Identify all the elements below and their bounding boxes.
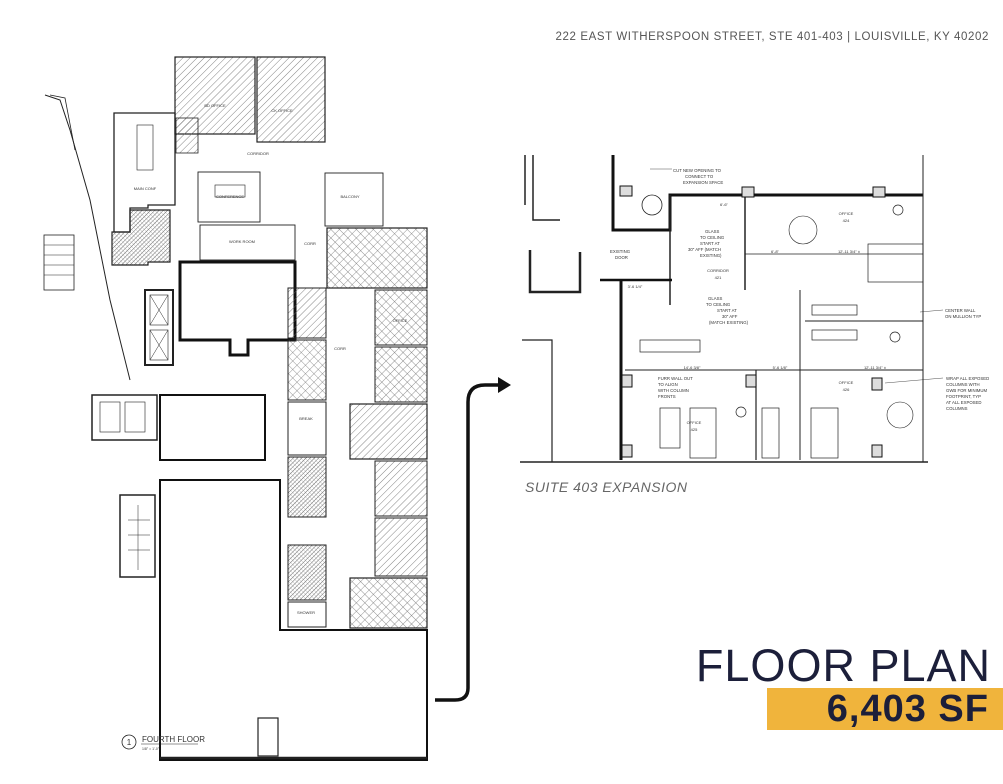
svg-text:BALCONY: BALCONY (340, 194, 359, 199)
svg-text:424: 424 (843, 218, 850, 223)
svg-text:421: 421 (715, 275, 722, 280)
svg-text:(MATCH EXISTING): (MATCH EXISTING) (709, 320, 749, 325)
svg-text:GLASS: GLASS (705, 229, 719, 234)
svg-text:CK OFFICE: CK OFFICE (271, 108, 293, 113)
svg-text:WITH COLUMN: WITH COLUMN (658, 388, 689, 393)
drawing-title: FOURTH FLOOR (142, 735, 205, 744)
callout-arrow (435, 377, 511, 702)
svg-text:FOOTPRINT, TYP: FOOTPRINT, TYP (946, 394, 981, 399)
drawing-number: 1 (127, 738, 132, 747)
svg-text:EXPANSION SPACE: EXPANSION SPACE (683, 180, 723, 185)
room-office-b (256, 56, 326, 143)
svg-text:14'-6 3/8": 14'-6 3/8" (684, 365, 701, 370)
svg-text:12'-11 3/4" ±: 12'-11 3/4" ± (838, 249, 861, 254)
svg-text:OFFICE: OFFICE (687, 420, 702, 425)
svg-text:OFFICE: OFFICE (839, 380, 854, 385)
svg-text:OFFICE: OFFICE (393, 318, 408, 323)
svg-text:CENTER WALL: CENTER WALL (945, 308, 976, 313)
area-badge: 6,403 SF (767, 688, 1003, 730)
svg-text:WRAP ALL EXPOSED: WRAP ALL EXPOSED (946, 376, 989, 381)
svg-text:BREAK: BREAK (299, 416, 313, 421)
svg-text:DOOR: DOOR (615, 255, 628, 260)
svg-text:CORRIDOR: CORRIDOR (247, 151, 269, 156)
svg-text:12'-11 3/4" ±: 12'-11 3/4" ± (864, 365, 887, 370)
property-address: 222 EAST WITHERSPOON STREET, STE 401-403… (555, 31, 989, 43)
svg-text:CONFERENCE: CONFERENCE (216, 194, 244, 199)
svg-text:MAIN CONF: MAIN CONF (134, 186, 157, 191)
drawing-scale: 1/8" = 1'-0" (142, 747, 160, 751)
room-work-room (199, 224, 296, 261)
svg-text:CORRIDOR: CORRIDOR (707, 268, 729, 273)
svg-text:FRONTS: FRONTS (658, 394, 676, 399)
svg-text:6'-8": 6'-8" (771, 249, 780, 254)
svg-text:CUT NEW OPENING TO: CUT NEW OPENING TO (673, 168, 722, 173)
svg-text:OFFICE: OFFICE (839, 211, 854, 216)
floor-plan-title: FLOOR PLAN (695, 640, 991, 691)
svg-text:CORR: CORR (304, 241, 316, 246)
svg-text:5'-6 1/8": 5'-6 1/8" (773, 365, 788, 370)
svg-text:3'-6 1/4": 3'-6 1/4" (628, 284, 643, 289)
svg-text:COLUMNS: COLUMNS (946, 406, 968, 411)
svg-text:FURR WALL OUT: FURR WALL OUT (658, 376, 693, 381)
svg-text:425: 425 (691, 427, 698, 432)
svg-text:BD OFFICE: BD OFFICE (204, 103, 226, 108)
svg-text:EXISTING: EXISTING (610, 249, 631, 254)
svg-text:30" AFF: 30" AFF (722, 314, 738, 319)
svg-text:EXISTING): EXISTING) (700, 253, 722, 258)
suite-403-expansion-plan: CUT NEW OPENING TO CONNECT TO EXPANSION … (520, 155, 989, 463)
room-balcony (324, 172, 384, 227)
svg-text:6'-6": 6'-6" (720, 202, 729, 207)
fourth-floor-plan: BD OFFICE CK OFFICE MAIN CONF CORRIDOR C… (43, 56, 428, 761)
svg-text:TO CEILING: TO CEILING (700, 235, 725, 240)
area-value: 6,403 SF (826, 688, 989, 730)
svg-text:CONNECT TO: CONNECT TO (685, 174, 714, 179)
svg-text:START AT: START AT (717, 308, 737, 313)
svg-text:TO CEILING: TO CEILING (706, 302, 731, 307)
svg-text:AT ALL EXPOSED: AT ALL EXPOSED (946, 400, 982, 405)
svg-text:ON MULLION TYP: ON MULLION TYP (945, 314, 981, 319)
svg-text:SHOWER: SHOWER (297, 610, 315, 615)
svg-text:CORR: CORR (334, 346, 346, 351)
svg-text:426: 426 (843, 387, 850, 392)
svg-text:TO ALIGN: TO ALIGN (658, 382, 678, 387)
svg-text:30" AFF (MATCH: 30" AFF (MATCH (688, 247, 721, 252)
svg-text:START AT: START AT (700, 241, 720, 246)
inset-caption: SUITE 403 EXPANSION (525, 479, 688, 495)
svg-text:COLUMNS WITH: COLUMNS WITH (946, 382, 980, 387)
svg-text:GWB FOR MINIMUM: GWB FOR MINIMUM (946, 388, 987, 393)
svg-text:WORK ROOM: WORK ROOM (229, 239, 255, 244)
svg-text:GLASS: GLASS (708, 296, 722, 301)
room-conference (197, 171, 261, 223)
